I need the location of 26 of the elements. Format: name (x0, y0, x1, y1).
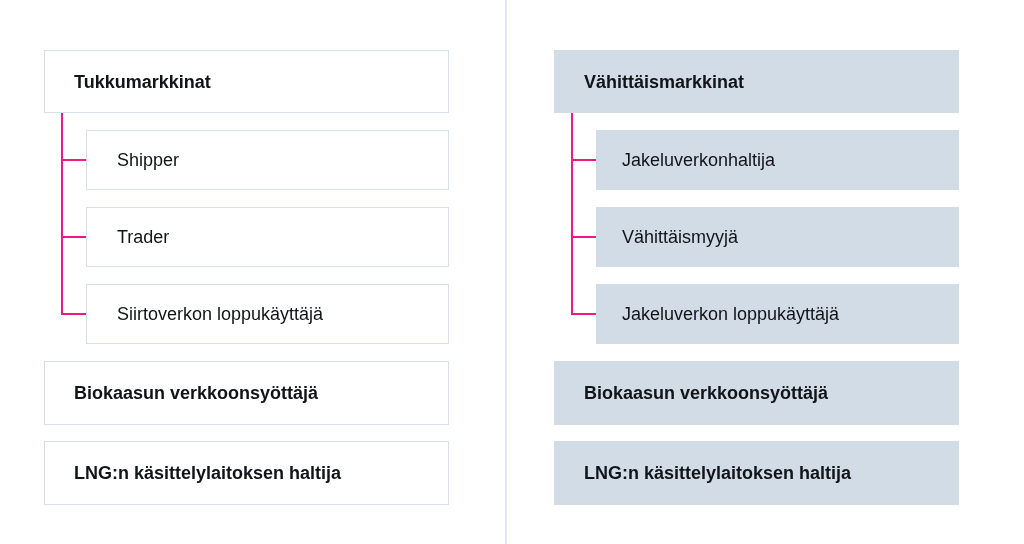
category-label: LNG:n käsittelylaitoksen haltija (74, 462, 342, 484)
category-label: Vähittäismarkkinat (584, 70, 745, 93)
subcategory-box (596, 207, 959, 267)
category-box (44, 50, 449, 113)
category-box (44, 441, 449, 505)
category-label: Tukkumarkkinat (74, 70, 211, 93)
subcategory-label: Vähittäismyyjä (622, 226, 739, 248)
subcategory-label: Jakeluverkon loppukäyttäjä (622, 303, 840, 325)
category-box (554, 50, 959, 113)
subcategory-label: Trader (117, 226, 170, 248)
subcategory-label: Siirtoverkon loppukäyttäjä (117, 303, 324, 325)
category-box (554, 441, 959, 505)
connector-line (571, 112, 597, 315)
subcategory-label: Shipper (117, 149, 180, 171)
category-box (44, 361, 449, 425)
subcategory-box (596, 284, 959, 344)
category-label: Biokaasun verkkoonsyöttäjä (74, 382, 319, 404)
connector-line (61, 112, 87, 315)
category-box (554, 361, 959, 425)
category-label: LNG:n käsittelylaitoksen haltija (584, 462, 852, 484)
subcategory-box (596, 130, 959, 190)
subcategory-box (86, 284, 449, 344)
subcategory-box (86, 130, 449, 190)
subcategory-box (86, 207, 449, 267)
subcategory-label: Jakeluverkonhaltija (622, 149, 776, 171)
category-label: Biokaasun verkkoonsyöttäjä (584, 382, 829, 404)
